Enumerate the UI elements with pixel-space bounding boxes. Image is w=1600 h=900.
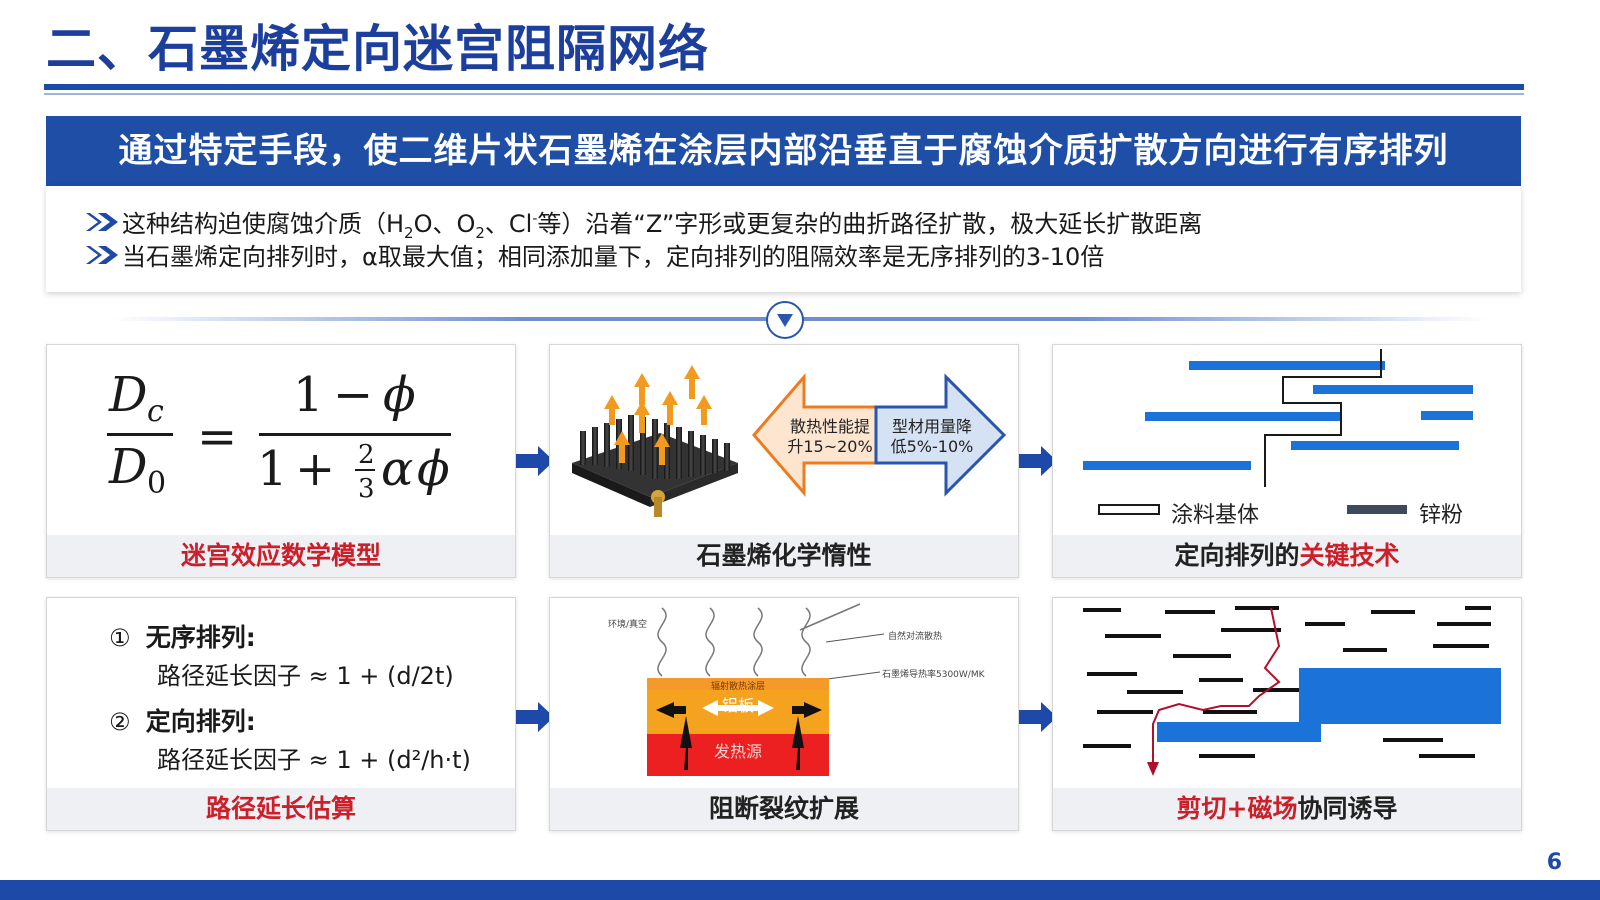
svg-text:2: 2 — [358, 440, 375, 470]
right-arrow-icon — [516, 446, 554, 476]
card-crack: 环境/真空 自然对流散热 石墨烯导热率5300W/MK 辐射散热涂层 铝板 发热… — [549, 597, 1019, 831]
svg-text:3: 3 — [358, 474, 375, 504]
card-path-caption: 路径延长估算 — [47, 788, 515, 830]
bullet-2-text: 当石墨烯定向排列时，α取最大值；相同添加量下，定向排列的阻隔效率是无序排列的3-… — [122, 243, 1105, 271]
double-chevron-icon — [84, 241, 122, 275]
svg-text:0: 0 — [147, 466, 166, 501]
legend-matrix-label: 涂料基体 — [1171, 503, 1260, 528]
svg-text:D: D — [108, 367, 147, 423]
coating-label: 辐射散热涂层 — [710, 682, 765, 692]
card-crack-caption: 阻断裂纹扩展 — [550, 788, 1018, 830]
footer-bar — [0, 880, 1600, 900]
svg-text:1: 1 — [257, 441, 288, 497]
heat-improve-label: 散热性能提升15~20% — [787, 417, 873, 456]
right-arrow-icon — [1019, 446, 1057, 476]
summary-banner: 通过特定手段，使二维片状石墨烯在涂层内部沿垂直于腐蚀介质扩散方向进行有序排列 — [46, 116, 1521, 186]
svg-text:α: α — [381, 441, 413, 497]
disordered-formula: 路径延长因子 ≈ 1 + (d/2t) — [157, 662, 454, 690]
heat-layer-diagram — [647, 603, 885, 776]
card-key-tech-caption: 定向排列的关键技术 — [1053, 535, 1521, 577]
page-title: 二、石墨烯定向迷宫阻隔网络 — [46, 20, 709, 78]
card-key-tech: 涂料基体 锌粉 定向排列的关键技术 — [1052, 344, 1522, 578]
title-underline — [44, 84, 1524, 90]
svg-text:ϕ: ϕ — [417, 441, 450, 497]
svg-text:1: 1 — [293, 367, 324, 423]
title-underline-thin — [44, 93, 1524, 95]
card-inert: 散热性能提升15~20% 型材用量降低5%-10% 石墨烯化学惰性 — [549, 344, 1019, 578]
svg-text:=: = — [197, 409, 237, 465]
svg-text:+: + — [295, 441, 335, 497]
down-triangle-icon — [766, 301, 804, 339]
svg-text:−: − — [333, 367, 373, 423]
bullet-1: 这种结构迫使腐蚀介质（H2O、O2、Cl-等）沿着“Z”字形或更复杂的曲折路径扩… — [84, 202, 1203, 242]
legend-zinc-label: 锌粉 — [1419, 503, 1464, 528]
bullet-1-text: 这种结构迫使腐蚀介质（H2O、O2、Cl-等）沿着“Z”字形或更复杂的曲折路径扩… — [122, 210, 1203, 242]
card-path: ① 无序排列: 路径延长因子 ≈ 1 + (d/2t) ② 定向排列: 路径延长… — [46, 597, 516, 831]
bullet-2: 当石墨烯定向排列时，α取最大值；相同添加量下，定向排列的阻隔效率是无序排列的3-… — [84, 240, 1104, 274]
aluminum-plate-label: 铝板 — [721, 696, 754, 715]
svg-text:D: D — [108, 439, 147, 495]
right-arrow-icon — [516, 702, 554, 732]
env-label: 环境/真空 — [608, 620, 648, 630]
labyrinth-formula: D c D 0 = 1 − ϕ 1 + 2 3 α ϕ — [107, 367, 451, 504]
oriented-heading: ② 定向排列: — [109, 707, 256, 736]
oriented-formula: 路径延长因子 ≈ 1 + (d²/h·t) — [157, 746, 471, 774]
card-shear-caption: 剪切+磁场协同诱导 — [1053, 788, 1521, 830]
crack-path-diagram — [1083, 606, 1501, 776]
heat-source-label: 发热源 — [713, 742, 762, 761]
card-shear: 剪切+磁场协同诱导 — [1052, 597, 1522, 831]
card-formula-caption: 迷宫效应数学模型 — [47, 535, 515, 577]
heat-sink-illustration — [572, 365, 1007, 517]
oriented-layers-diagram — [1083, 349, 1473, 515]
svg-text:c: c — [147, 394, 164, 429]
card-inert-caption: 石墨烯化学惰性 — [550, 535, 1018, 577]
right-arrow-icon — [1019, 702, 1057, 732]
disordered-heading: ① 无序排列: — [109, 623, 256, 652]
double-chevron-icon — [84, 208, 122, 242]
info-panel: 这种结构迫使腐蚀介质（H2O、O2、Cl-等）沿着“Z”字形或更复杂的曲折路径扩… — [46, 186, 1521, 292]
material-reduce-label: 型材用量降低5%-10% — [890, 417, 974, 456]
conductivity-label: 石墨烯导热率5300W/MK — [882, 670, 985, 680]
page-number: 6 — [1546, 850, 1562, 875]
convection-label: 自然对流散热 — [888, 632, 943, 642]
card-formula: D c D 0 = 1 − ϕ 1 + 2 3 α ϕ 迷宫效应数学模型 — [46, 344, 516, 578]
svg-text:ϕ: ϕ — [383, 367, 416, 423]
